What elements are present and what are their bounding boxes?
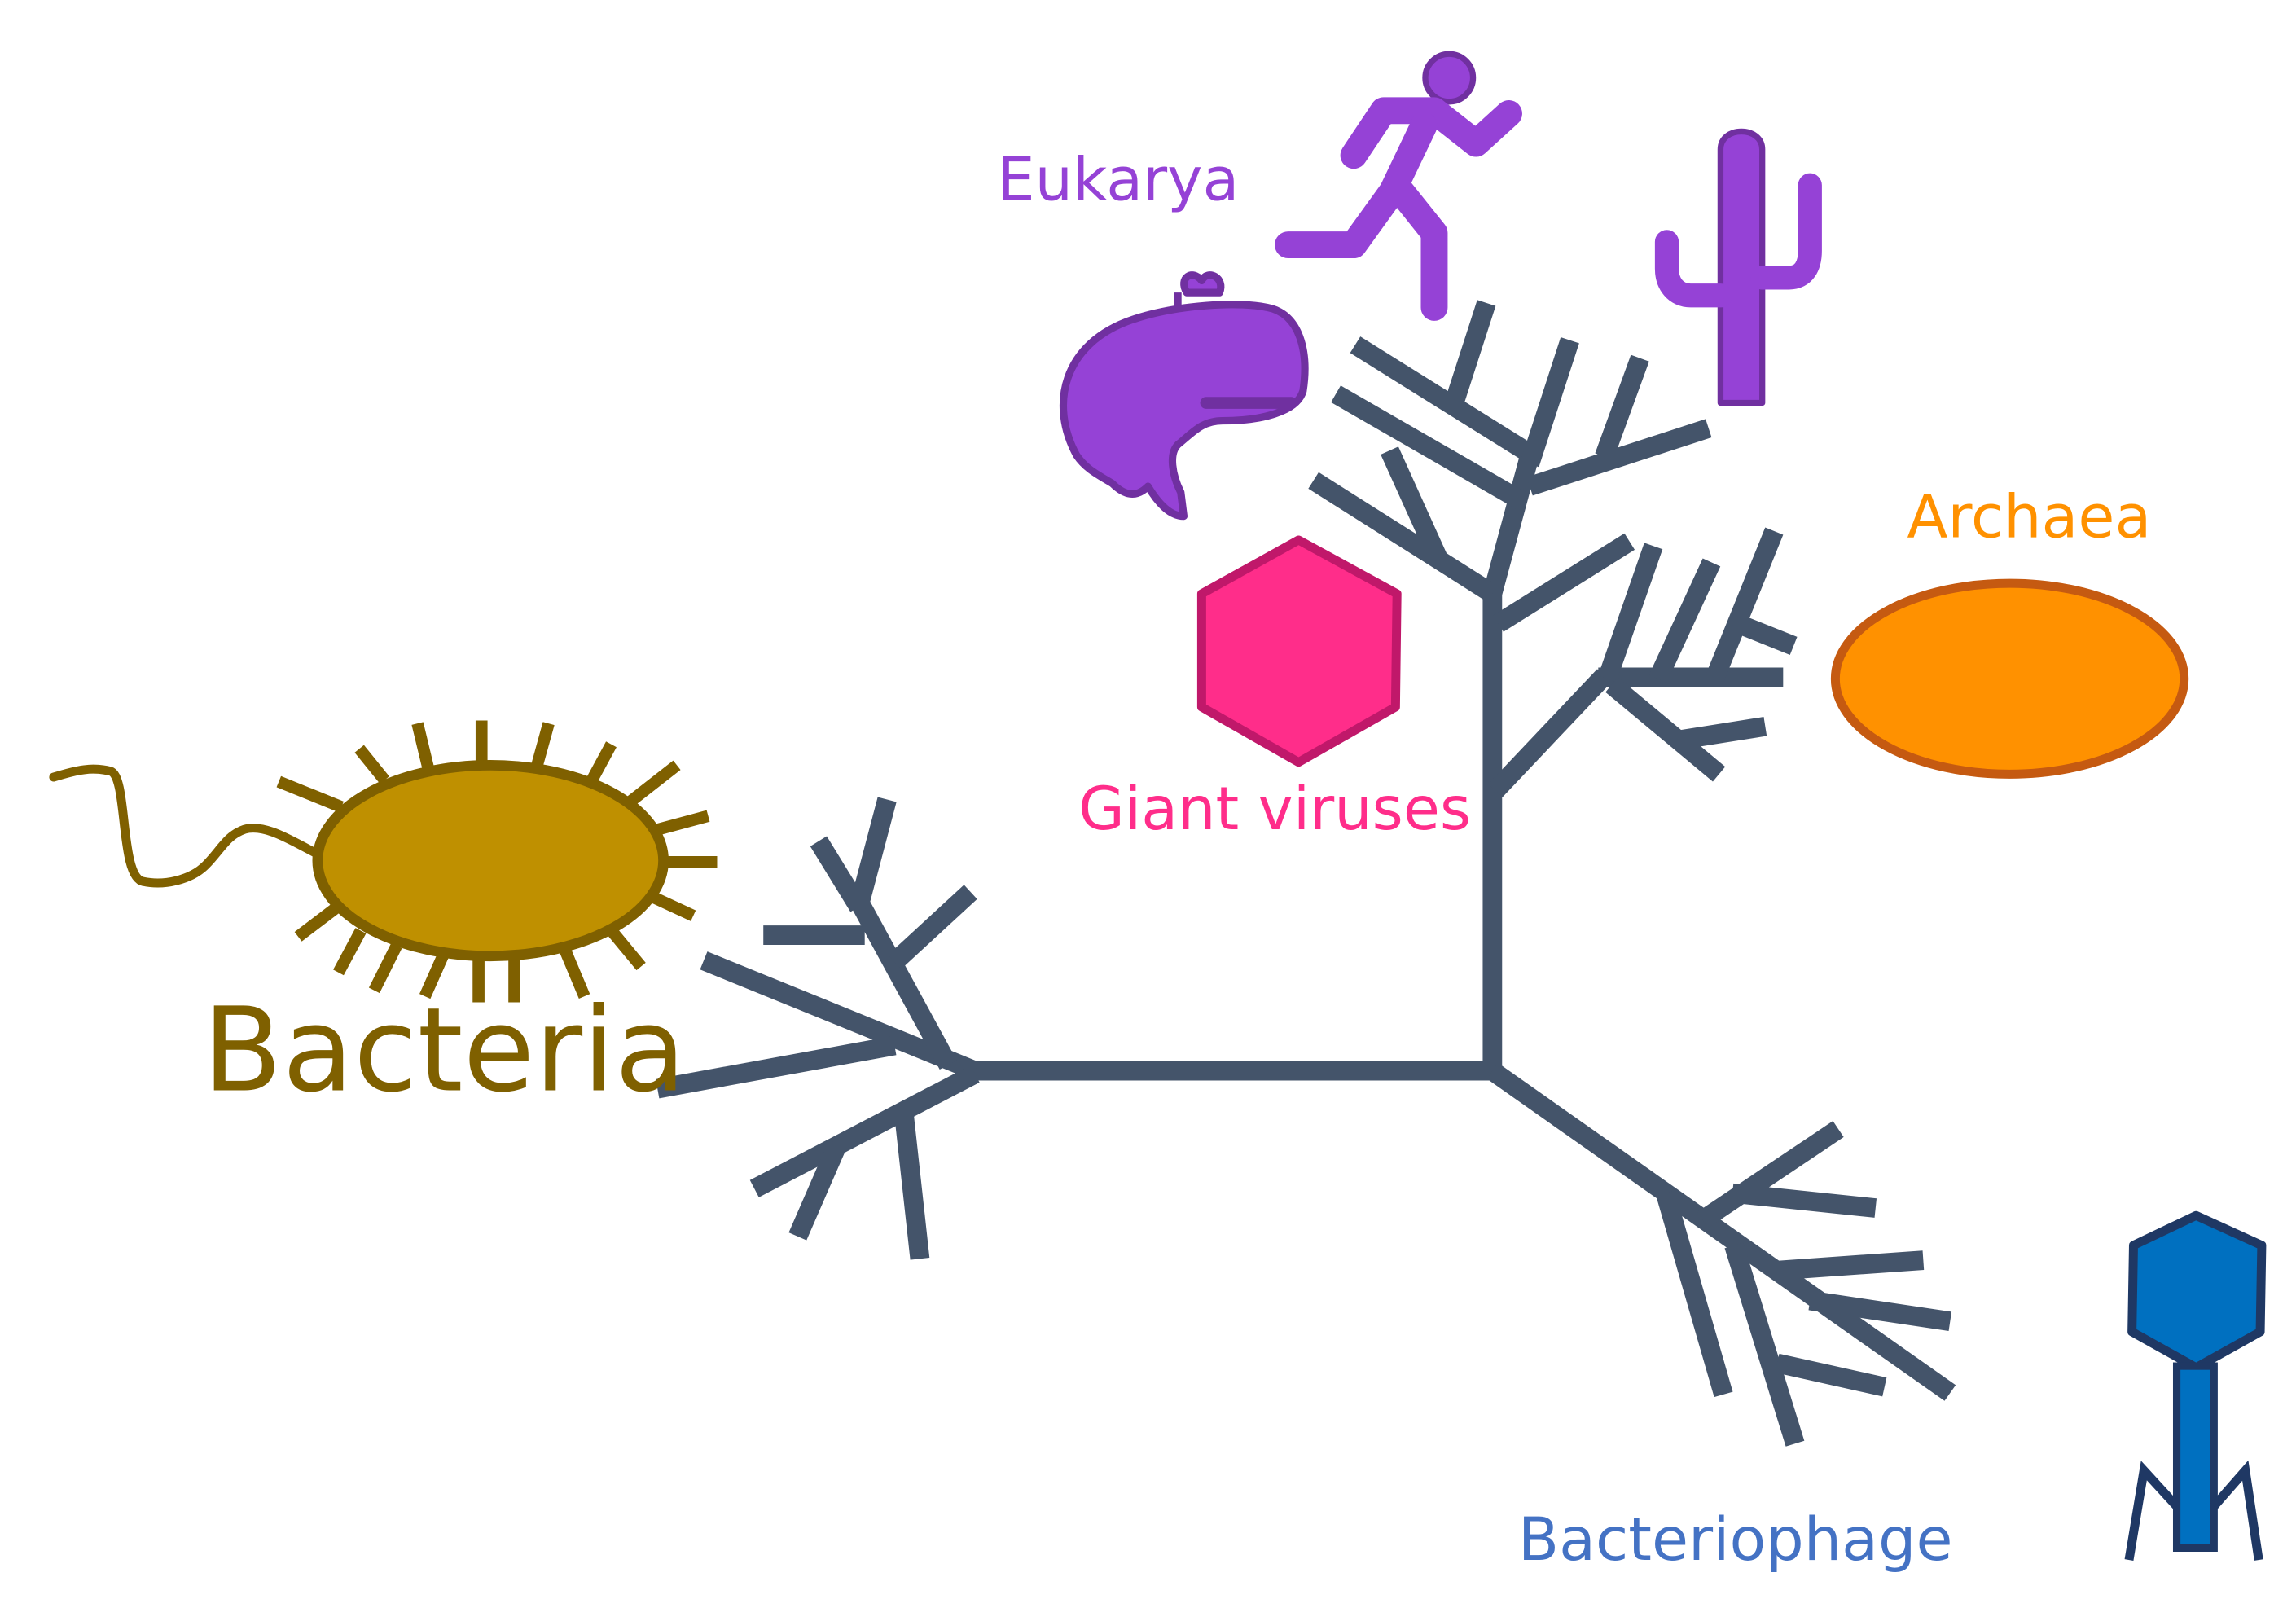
cactus-icon (1654, 128, 1822, 406)
phage-legs (2124, 1460, 2263, 1561)
hexagon-virus-icon (1196, 535, 1402, 767)
bacteriophage-icon (2124, 1210, 2267, 1561)
phage-tail (2172, 1362, 2218, 1552)
label-archaea: Archaea (1907, 482, 2151, 551)
bacterium-icon (49, 720, 718, 1003)
label-giant-viruses: Giant viruses (1078, 775, 1471, 844)
bacteriophage-clade-branches (1486, 1062, 1956, 1447)
phylogenetic-tree (656, 300, 1956, 1447)
flagellum (49, 764, 321, 888)
bacterium-body (312, 759, 669, 962)
phage-head (2127, 1210, 2267, 1373)
label-bacteria: Bacteria (203, 982, 687, 1118)
bacteria-clade-branches (656, 797, 980, 1260)
archaea-clade-branches (1488, 527, 1798, 797)
label-eukarya: Eukarya (997, 146, 1239, 215)
ellipse-archaeon-icon (1830, 578, 2189, 779)
running-person-icon (1275, 51, 1522, 321)
eukarya-clade-branches (1308, 300, 1712, 632)
pili (276, 720, 718, 1003)
whale-icon (1059, 271, 1309, 521)
label-bacteriophage: Bacteriophage (1518, 1505, 1953, 1575)
